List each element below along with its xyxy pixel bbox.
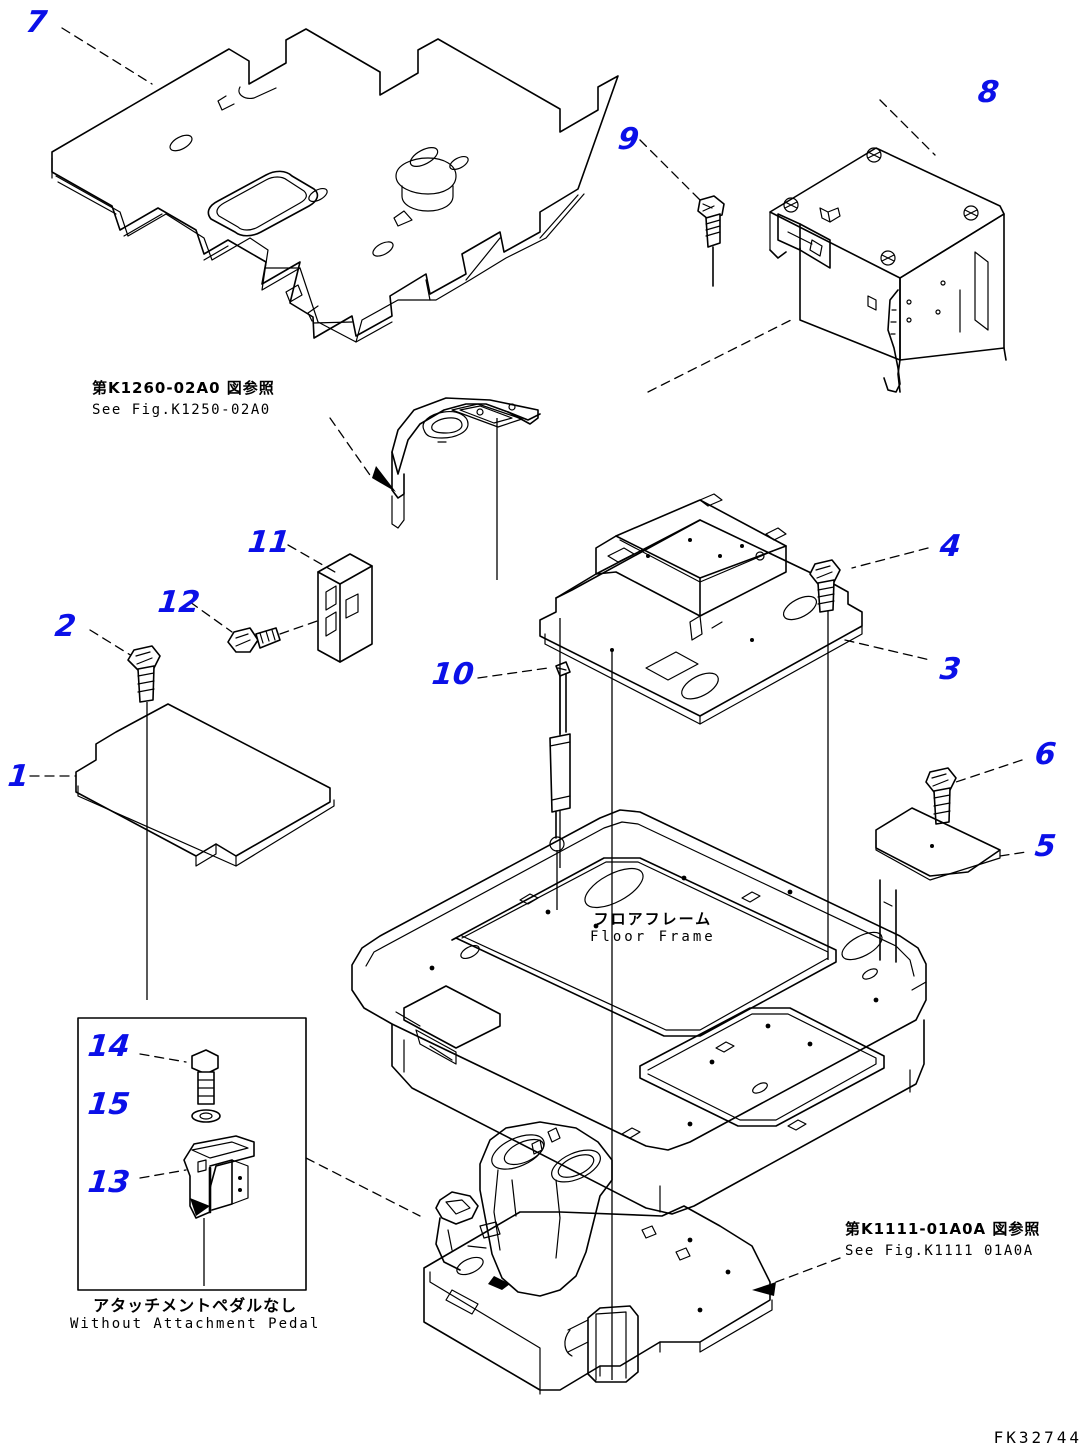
callout-9[interactable]: 9 xyxy=(616,122,641,157)
callout-8[interactable]: 8 xyxy=(976,75,1001,110)
part-12-bolt xyxy=(189,601,321,653)
callout-2[interactable]: 2 xyxy=(53,609,78,644)
part-10-gas-spring-damper xyxy=(477,661,571,910)
part-14-bolt xyxy=(139,1049,219,1105)
reference-note-upper-jp: 第K1260-02A0 図参照 xyxy=(92,379,275,397)
callout-1[interactable]: 1 xyxy=(6,759,31,794)
inset-caption-jp: アタッチメントペダルなし xyxy=(93,1296,298,1315)
reference-arrow-upper xyxy=(329,417,396,492)
callout-14[interactable]: 14 xyxy=(86,1029,132,1064)
callout-4[interactable]: 4 xyxy=(938,529,963,564)
part-4-bolt xyxy=(809,547,929,613)
reference-note-upper: 第K1260-02A0 図参照 See Fig.K1250-02A0 xyxy=(92,377,275,421)
callout-6[interactable]: 6 xyxy=(1033,737,1058,772)
part-11-bracket-plate xyxy=(287,544,373,663)
floor-frame-label-jp: フロアフレーム xyxy=(593,910,713,928)
reference-note-lower-jp: 第K1111-01A0A 図参照 xyxy=(845,1220,1041,1238)
part-7-floor-mat-plate xyxy=(51,27,619,343)
part-5-right-cover-plate xyxy=(875,807,1027,881)
floor-frame-label-en: Floor Frame xyxy=(590,929,716,945)
floor-frame xyxy=(351,809,927,1215)
part-2-bolt xyxy=(89,629,161,1000)
part-6-bolt xyxy=(925,759,1023,825)
callout-12[interactable]: 12 xyxy=(156,585,202,620)
part-1-left-cover-plate xyxy=(29,703,335,867)
inset-box-without-attachment-pedal xyxy=(77,1017,421,1291)
callout-7[interactable]: 7 xyxy=(24,5,49,40)
part-15-washer xyxy=(191,1109,221,1123)
callout-15[interactable]: 15 xyxy=(86,1087,132,1122)
callout-5[interactable]: 5 xyxy=(1033,829,1058,864)
callout-10[interactable]: 10 xyxy=(430,657,476,692)
part-8-console-box-cover xyxy=(647,99,1007,393)
floor-frame-label: フロアフレーム Floor Frame xyxy=(590,908,716,945)
pedal-valve-bracket xyxy=(391,397,541,580)
part-13-bracket xyxy=(139,1135,255,1286)
part-9-bolt xyxy=(639,139,725,287)
drawing-number: FK32744 xyxy=(993,1428,1082,1447)
reference-note-lower: 第K1111-01A0A 図参照 See Fig.K1111 01A0A xyxy=(845,1218,1040,1262)
callout-11[interactable]: 11 xyxy=(246,525,292,560)
inset-caption: アタッチメントペダルなし Without Attachment Pedal xyxy=(70,1292,320,1332)
reference-note-lower-en: See Fig.K1111 01A0A xyxy=(845,1242,1034,1259)
pedal-control-assembly xyxy=(423,1121,841,1395)
callout-13[interactable]: 13 xyxy=(86,1165,132,1200)
callout-3[interactable]: 3 xyxy=(938,652,963,687)
inset-caption-en: Without Attachment Pedal xyxy=(70,1316,321,1332)
reference-note-upper-en: See Fig.K1250-02A0 xyxy=(92,401,271,418)
